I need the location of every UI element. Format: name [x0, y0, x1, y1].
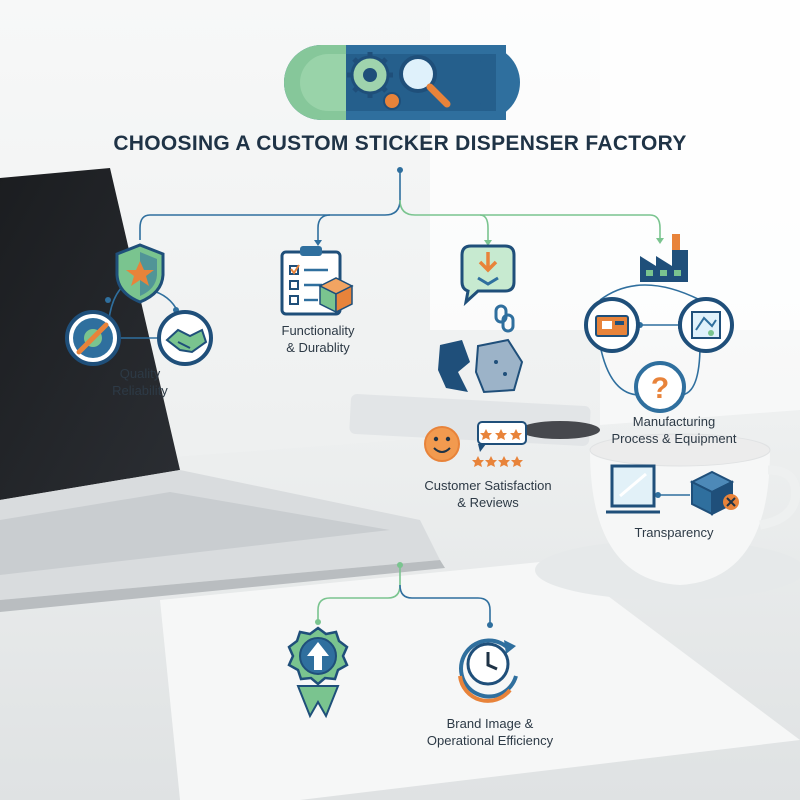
node-label-brand: Brand Image & Operational Efficiency — [426, 716, 554, 748]
package-icon — [689, 470, 739, 516]
node-label-manufacturing: Manufacturing Process & Equipment — [611, 414, 737, 446]
clock-cycle-icon — [458, 638, 518, 703]
shield-star-icon — [115, 243, 165, 304]
node-label-transparency: Transparency — [634, 525, 714, 540]
star-rating-icon — [472, 421, 527, 467]
wrench-gear-icon — [65, 310, 121, 366]
handshake-icon — [157, 310, 213, 366]
svg-text:?: ? — [651, 372, 669, 405]
page-title: CHOOSING A CUSTOM STICKER DISPENSER FACT… — [113, 132, 687, 155]
node-label-customer: Customer Satisfaction & Reviews — [424, 478, 552, 510]
magnifier-icon — [399, 55, 451, 108]
broken-pieces-icon — [438, 338, 524, 394]
gears-icon — [347, 52, 401, 110]
monitor-icon — [606, 464, 660, 514]
node-label-functionality: Functionality & Durablity — [281, 323, 355, 355]
award-badge-icon — [287, 626, 349, 719]
smiley-icon — [424, 426, 460, 462]
chain-link-icon — [494, 304, 515, 333]
question-icon: ? — [634, 361, 686, 413]
machine-icon — [584, 297, 640, 353]
node-label-quality: Quality Reliability — [112, 366, 168, 398]
factory-icon — [640, 234, 688, 282]
chat-download-icon — [460, 244, 516, 307]
blueprint-icon — [678, 297, 734, 353]
box-icon — [318, 277, 354, 314]
